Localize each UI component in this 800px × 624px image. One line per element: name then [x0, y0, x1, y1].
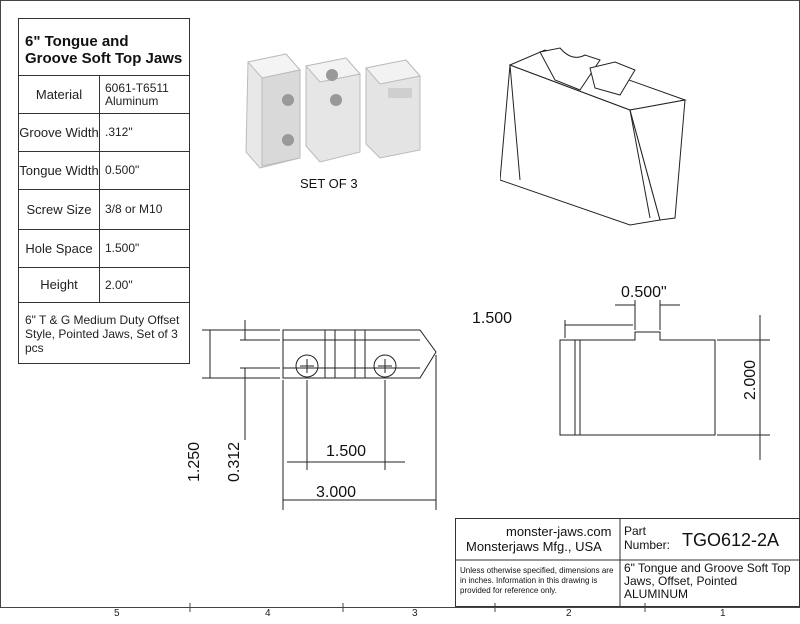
dim-tongue: 0.500" — [621, 284, 667, 301]
description: 6" Tongue and Groove Soft Top Jaws, Offs… — [624, 561, 791, 601]
dim-offset: 1.500 — [472, 310, 513, 327]
zone-label: 2 — [566, 608, 572, 619]
company: Monsterjaws Mfg., USA — [466, 539, 602, 554]
spec-label: Material — [19, 76, 100, 113]
spec-value: 1.500" — [105, 241, 140, 255]
spec-title: 6" Tongue and Groove Soft Top Jaws — [25, 33, 183, 67]
jaw-photo-1 — [245, 53, 301, 169]
dim-length: 3.000 — [316, 484, 357, 501]
spec-value: 0.500" — [105, 163, 140, 177]
spec-row-screw-size: Screw Size 3/8 or M10 — [19, 189, 189, 229]
dim-height: 2.000 — [742, 359, 759, 400]
dim-hole-space: 1.500 — [326, 443, 367, 460]
spec-label: Tongue Width — [19, 152, 100, 189]
top-view — [202, 320, 437, 510]
disclaimer: Unless otherwise specified, dimensions a… — [460, 566, 614, 595]
zone-label: 3 — [412, 608, 418, 619]
jaw-photo-2 — [305, 57, 361, 163]
zone-label: 1 — [720, 608, 726, 619]
spec-label: Height — [19, 268, 100, 302]
zone-label: 5 — [114, 608, 120, 619]
spec-row-material: Material 6061-T6511 Aluminum — [19, 75, 189, 113]
dim-groove: 0.312 — [226, 441, 243, 482]
part-number: TGO612-2A — [682, 530, 780, 550]
jaw-photo-3 — [365, 59, 421, 159]
dim-overall-height: 1.250 — [186, 441, 203, 482]
spec-value: .312" — [105, 125, 133, 139]
spec-label: Hole Space — [19, 230, 100, 267]
spec-note: 6" T & G Medium Duty Offset Style, Point… — [25, 313, 180, 355]
spec-row-hole-space: Hole Space 1.500" — [19, 229, 189, 267]
spec-label: Groove Width — [19, 114, 100, 151]
spec-row-height: Height 2.00" — [19, 267, 189, 303]
photo-caption: SET OF 3 — [300, 176, 358, 191]
spec-label: Screw Size — [19, 190, 100, 229]
spec-value: 2.00" — [105, 277, 133, 292]
zone-label: 4 — [265, 608, 271, 619]
jaws-photo — [245, 53, 421, 169]
spec-value: 3/8 or M10 — [105, 202, 163, 216]
side-view — [559, 300, 770, 460]
isometric-view — [500, 47, 687, 226]
spec-value: 6061-T6511 Aluminum — [105, 80, 169, 108]
spec-table: 6" Tongue and Groove Soft Top Jaws Mater… — [18, 18, 190, 364]
spec-row-groove-width: Groove Width .312" — [19, 113, 189, 151]
spec-row-tongue-width: Tongue Width 0.500" — [19, 151, 189, 189]
website: monster-jaws.com — [506, 524, 612, 539]
part-label: Part Number: — [624, 524, 671, 552]
